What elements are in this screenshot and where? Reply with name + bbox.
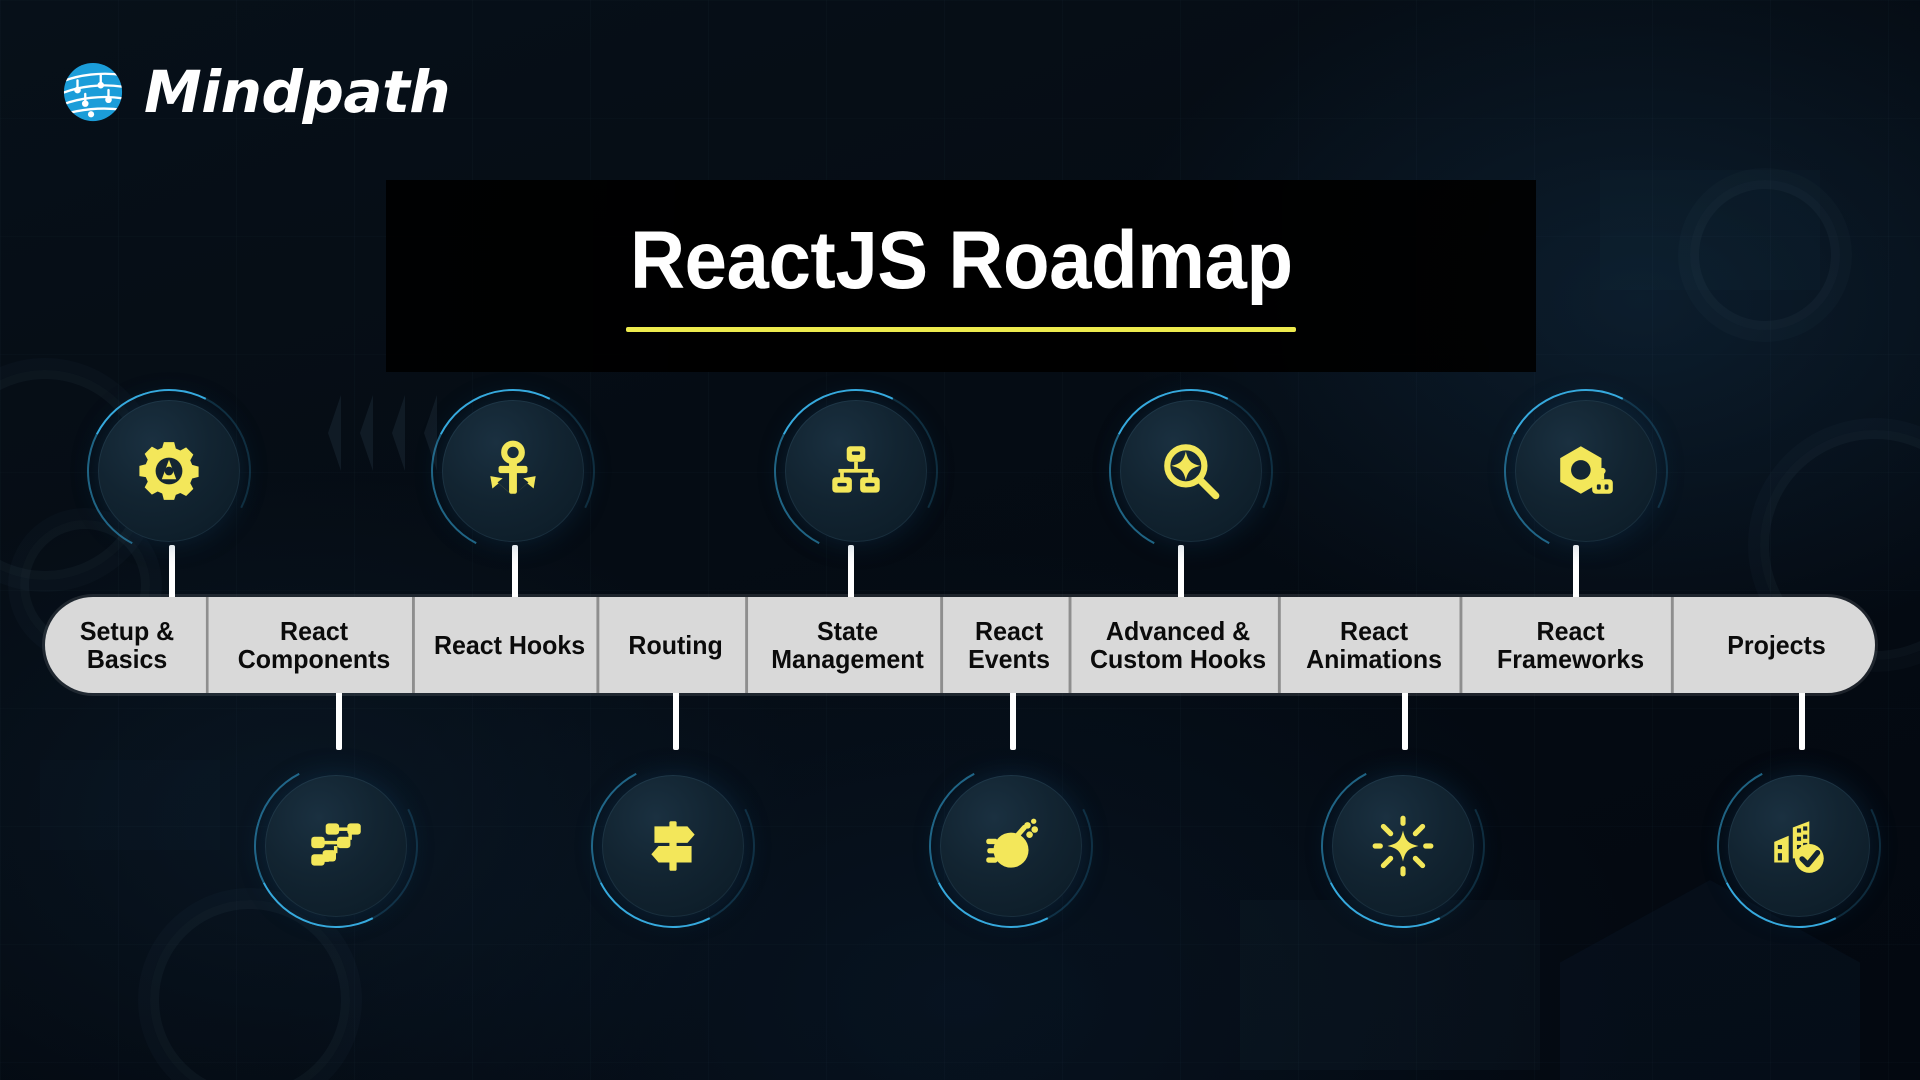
connector-line [848,545,854,600]
step-node-projects[interactable] [1695,742,1903,950]
step-node-setup-basics[interactable] [65,367,273,575]
step-label: React Animations [1306,615,1443,674]
roadmap-step-6[interactable]: Advanced & Custom Hooks [1078,597,1281,693]
step-label: State Management [771,615,924,674]
step-label: Projects [1727,629,1826,660]
connector-line [512,545,518,600]
anchor-icon [490,440,536,496]
title-underline [626,327,1296,332]
step-label: React Events [968,615,1050,674]
step-node-react-components[interactable] [232,742,440,950]
step-node-state-management[interactable] [752,367,960,575]
page-title: ReactJS Roadmap [629,215,1293,306]
step-label: Advanced & Custom Hooks [1089,615,1267,674]
background-chevrons-left [315,395,437,471]
step-node-advanced-custom-hooks[interactable] [1087,367,1295,575]
roadmap-step-2[interactable]: React Hooks [423,597,600,693]
roadmap-step-8[interactable]: React Frameworks [1470,597,1674,693]
background-panel-b [1600,170,1820,290]
background-panel-c [40,760,220,850]
globe-circuit-icon [63,62,123,122]
step-node-react-animations[interactable] [1299,742,1507,950]
roadmap-step-3[interactable]: Routing [606,597,749,693]
step-label: React Hooks [433,629,586,660]
connector-line [1178,545,1184,600]
hierarchy-icon [832,446,880,493]
roadmap-step-5[interactable]: React Events [950,597,1072,693]
roadmap-step-0[interactable]: Setup & Basics [48,597,209,693]
sparkle-rays-icon [1372,815,1434,877]
step-node-routing[interactable] [569,742,777,950]
roadmap-step-9[interactable]: Projects [1682,597,1871,693]
magnifier-sparkle-icon [1164,444,1220,500]
click-burst-icon [986,818,1039,868]
step-node-react-hooks[interactable] [409,367,617,575]
step-node-react-events[interactable] [907,742,1115,950]
brand-logo: Mindpath [62,58,451,126]
connector-line [1799,690,1805,750]
step-label: React Frameworks [1497,615,1645,674]
buildings-check-icon [1774,821,1824,873]
background-gear-right-small [1690,180,1840,330]
brand-name: Mindpath [144,58,451,126]
roadmap-step-4[interactable]: State Management [755,597,944,693]
components-nodes-icon [311,823,361,866]
background-panel-a [1240,900,1540,1070]
connector-line [336,690,342,750]
signpost-icon [651,821,695,871]
connector-line [1573,545,1579,600]
roadmap-step-1[interactable]: React Components [216,597,415,693]
connector-line [169,545,175,600]
step-label: React Components [237,615,391,674]
gear-icon [139,442,199,500]
connector-line [1402,690,1408,750]
roadmap-bar: Setup & Basics React Components React Ho… [45,597,1875,693]
title-panel: ReactJS Roadmap [386,180,1536,372]
background-gear-bottom [150,900,350,1080]
step-node-react-frameworks[interactable] [1482,367,1690,575]
connector-line [1010,690,1016,750]
step-label: Routing [628,629,723,660]
step-label: Setup & Basics [79,615,175,674]
connector-line [673,690,679,750]
roadmap-step-7[interactable]: React Animations [1289,597,1463,693]
hex-nut-bot-icon [1560,446,1613,494]
